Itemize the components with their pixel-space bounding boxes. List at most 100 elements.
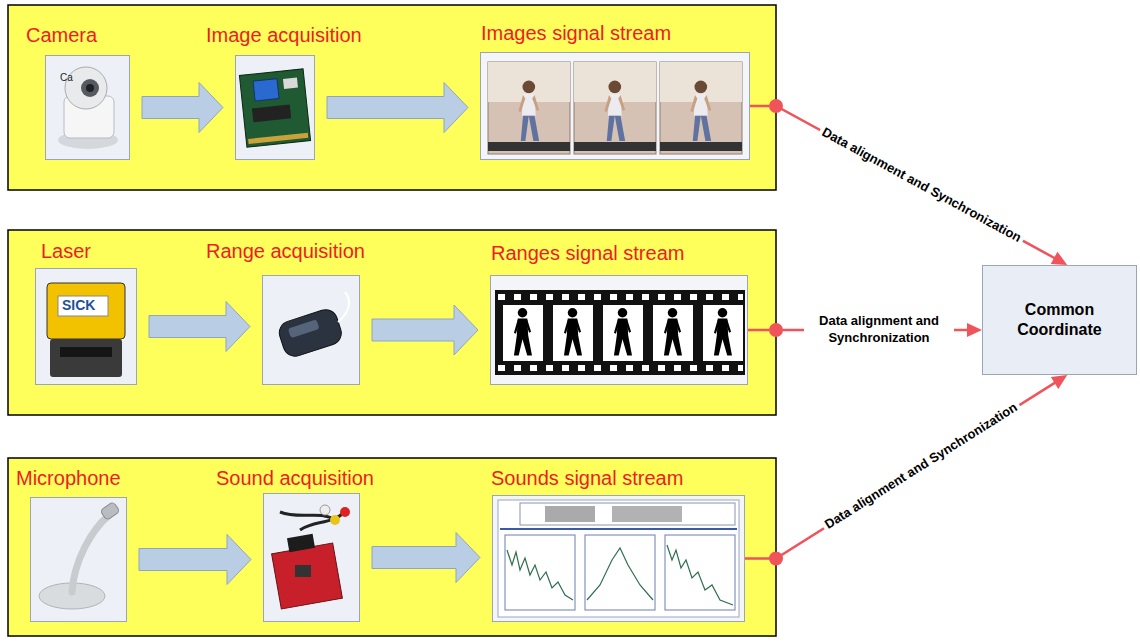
- arrowhead: [1051, 375, 1067, 389]
- laser-badge: [58, 296, 108, 316]
- picture-label: Ca: [60, 72, 73, 83]
- connector: [372, 533, 480, 583]
- plot-frame: [665, 535, 735, 610]
- board: [272, 543, 343, 609]
- box-fill: [263, 493, 360, 622]
- sensor-box: Microphone: [30, 497, 127, 622]
- connector: [139, 535, 251, 585]
- laser-picture: [47, 283, 125, 377]
- film-frame: [553, 305, 593, 361]
- connector: [142, 83, 223, 133]
- sensor-box: Range acquisition: [262, 275, 360, 385]
- film-holes: [498, 294, 743, 300]
- spectrum-plot: [498, 500, 739, 617]
- alignment-line: [750, 106, 1057, 259]
- block-arrow: [372, 305, 478, 355]
- sensor-heading: Sounds signal stream: [491, 466, 683, 490]
- chip: [295, 565, 311, 577]
- film: [495, 290, 745, 375]
- frame: [660, 62, 742, 154]
- plot-frame: [505, 535, 575, 610]
- connector: [149, 302, 250, 352]
- film-frame: [653, 305, 693, 361]
- silhouette: [664, 308, 682, 356]
- laser-window: [60, 347, 112, 357]
- block-arrow: [327, 83, 468, 133]
- mic-head: [100, 501, 120, 520]
- block-arrow: [372, 533, 480, 583]
- board-edge: [248, 133, 308, 144]
- start-dot: [769, 552, 783, 566]
- plot-panel: [498, 500, 739, 617]
- block-arrow: [149, 302, 250, 352]
- separator: [500, 528, 737, 530]
- device-screen: [288, 319, 320, 338]
- chip: [253, 79, 279, 101]
- sensor-heading: Image acquisition: [206, 23, 362, 47]
- chip: [283, 78, 298, 89]
- box-fill: [492, 495, 745, 622]
- start-dot: [769, 323, 783, 337]
- cable: [338, 292, 349, 322]
- board: [239, 69, 310, 147]
- arrowhead: [1051, 252, 1068, 265]
- box-fill: [262, 275, 360, 385]
- connector: [287, 534, 315, 552]
- connector: [327, 83, 468, 133]
- film-holes: [498, 365, 743, 371]
- silhouette: [514, 308, 532, 356]
- row-band: [8, 230, 776, 415]
- box-fill: [235, 55, 315, 160]
- treadmill: [488, 142, 570, 151]
- device-picture: [276, 307, 344, 360]
- target-box: Common Coordinate: [982, 265, 1137, 375]
- plot-line: [587, 548, 653, 600]
- sensor-box: Camera: [45, 55, 130, 160]
- walker: [518, 81, 539, 141]
- block-arrow: [142, 83, 223, 133]
- box-fill: [490, 275, 748, 385]
- camera-picture: [58, 67, 118, 149]
- block-arrow: [139, 535, 251, 585]
- connector: [745, 375, 1067, 566]
- treadmill: [574, 142, 656, 151]
- sensor-heading: Images signal stream: [481, 21, 671, 45]
- plug: [330, 515, 340, 525]
- device: [276, 307, 344, 360]
- sensor-heading: Microphone: [16, 466, 121, 490]
- camera-lens: [86, 84, 94, 92]
- laser-base: [50, 339, 122, 377]
- box-fill: [45, 55, 130, 160]
- plot-line: [667, 545, 733, 605]
- sensor-box: Images signal stream: [480, 52, 750, 160]
- film-frame: [603, 305, 643, 361]
- box-title: Common Coordinate: [1005, 300, 1114, 340]
- arrowhead: [967, 323, 982, 337]
- plot-line: [507, 550, 573, 600]
- sensor-box: Sound acquisition: [263, 493, 360, 622]
- spectrogram: [520, 503, 735, 525]
- box-fill: [480, 52, 750, 160]
- spectrogram-mark: [612, 506, 682, 522]
- soundcard-picture: [272, 505, 350, 609]
- silhouette: [714, 308, 732, 356]
- edge-label: Data alignment and Synchronization: [804, 312, 954, 348]
- spectrogram-mark: [545, 506, 595, 522]
- treadmill: [660, 142, 742, 151]
- board-picture: [239, 69, 310, 147]
- alignment-line: [745, 381, 1057, 558]
- sensor-heading: Ranges signal stream: [491, 241, 684, 265]
- plot-frame: [585, 535, 655, 610]
- film-frame: [703, 305, 743, 361]
- sensor-box: Laser: [35, 268, 137, 385]
- connector: [372, 305, 478, 355]
- start-dot: [769, 99, 783, 113]
- row-band: [8, 458, 776, 636]
- film-frame: [503, 305, 543, 361]
- sensor-heading: Range acquisition: [206, 239, 365, 263]
- edge-label: Data alignment and Synchronization: [816, 122, 1027, 249]
- walker: [604, 81, 625, 141]
- edge-label: Data alignment and Synchronization: [819, 397, 1024, 536]
